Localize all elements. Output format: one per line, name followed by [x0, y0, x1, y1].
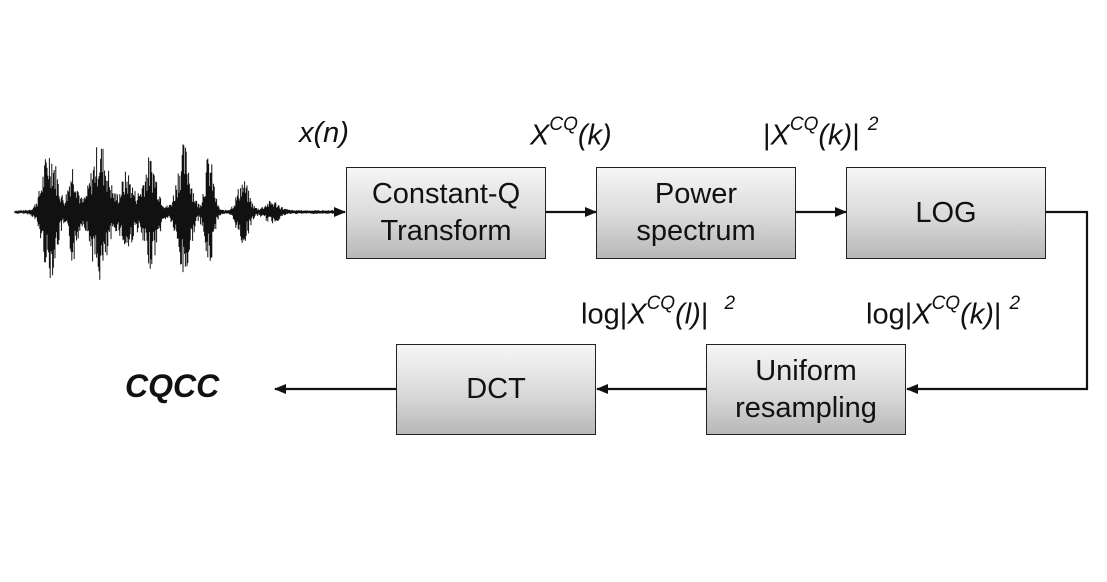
power-spectrum-block: Power spectrum — [596, 167, 796, 259]
signal-label-xcq: XCQ(k) — [530, 114, 612, 152]
dct-block: DCT — [396, 344, 596, 435]
block-label-line2: Transform — [380, 215, 512, 247]
output-label-cqcc: CQCC — [125, 368, 220, 404]
log-block: LOG — [846, 167, 1046, 259]
signal-label-xn: x(n) — [299, 117, 349, 149]
signal-label-log-k: log|XCQ(k)| 2 — [866, 293, 1021, 331]
block-label-line1: Constant-Q — [371, 178, 521, 210]
block-label-line1: Power — [654, 178, 738, 210]
block-label-line2: spectrum — [636, 215, 756, 247]
signal-label-log-l: log|XCQ(l)| 2 — [581, 293, 736, 331]
block-label-line1: Uniform — [755, 354, 857, 387]
uniform-resampling-block: Uniform resampling — [706, 344, 906, 435]
arrow-log-to-resampling — [906, 210, 1089, 394]
block-label-line2: resampling — [735, 391, 877, 424]
block-label-line1: LOG — [915, 196, 977, 229]
constant-q-transform-block: Constant-Q Transform — [346, 167, 546, 259]
block-label-line1: DCT — [466, 373, 526, 405]
signal-label-power: |XCQ(k)| 2 — [763, 114, 879, 152]
